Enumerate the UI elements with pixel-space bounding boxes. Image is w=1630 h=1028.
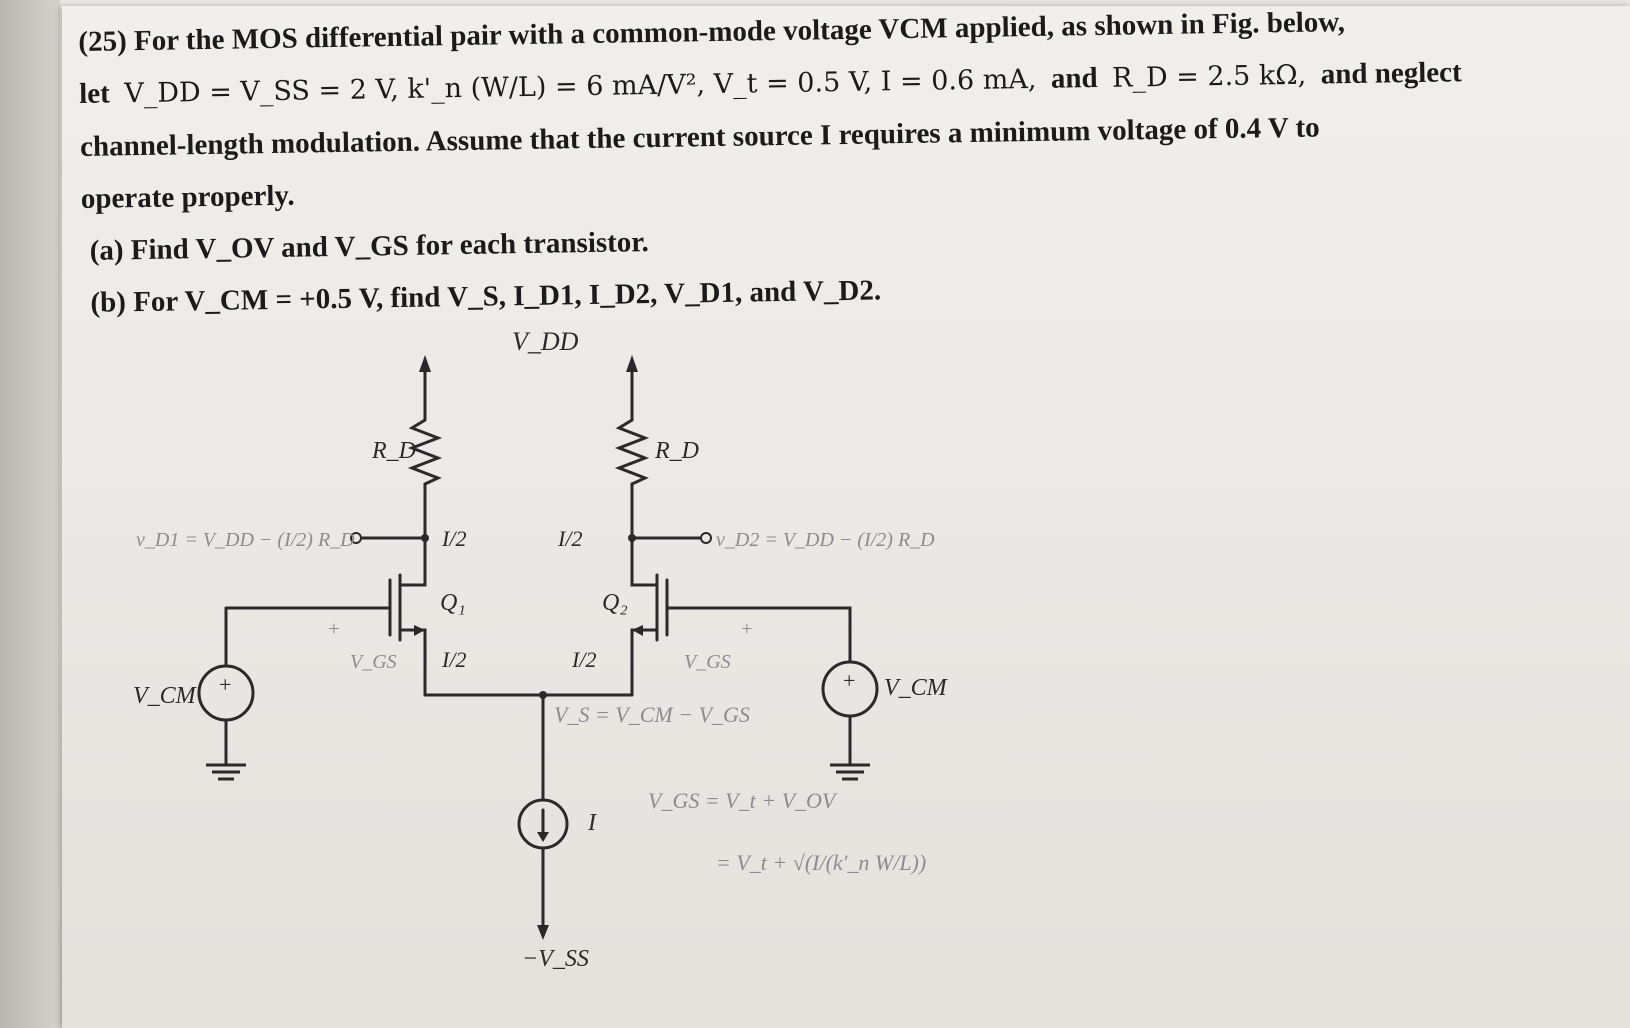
q1-source bbox=[398, 628, 427, 697]
q2-source bbox=[630, 628, 659, 697]
vgs-equation-2: = V_t + √(I/(k'_n W/L)) bbox=[716, 850, 926, 875]
vdd-arrow-left bbox=[419, 355, 431, 372]
current-source-label: I bbox=[587, 810, 597, 836]
q1-source-arrow bbox=[414, 625, 425, 636]
q2-source-arrow bbox=[632, 625, 643, 636]
rd-left-label: R_D bbox=[371, 438, 416, 464]
source-junction bbox=[539, 691, 547, 699]
vgs-left-label: V_GS bbox=[350, 651, 397, 673]
vd2-terminal bbox=[700, 532, 712, 544]
current-arrow-head bbox=[537, 832, 549, 842]
vd2-junction bbox=[628, 534, 636, 542]
rd-right-resistor bbox=[614, 393, 650, 537]
q1-label: Q₁ bbox=[440, 590, 466, 616]
current-source-circle bbox=[517, 798, 569, 850]
i-half-source-left: I/2 bbox=[441, 647, 466, 672]
vgs-left-plus: + bbox=[327, 618, 341, 640]
q2-gate-wire bbox=[665, 606, 852, 664]
q2-drain bbox=[630, 536, 659, 587]
vcm-left-plus: + bbox=[219, 672, 231, 697]
q1-drain bbox=[398, 536, 427, 587]
ground-right bbox=[830, 763, 870, 781]
vs-equation: V_S = V_CM − V_GS bbox=[554, 702, 750, 727]
vcm-right-plus: + bbox=[843, 668, 855, 693]
i-half-source-right: I/2 bbox=[571, 647, 596, 672]
vcm-right-label: V_CM bbox=[884, 675, 949, 701]
vss-label: −V_SS bbox=[522, 946, 589, 972]
q1-gate-wire bbox=[224, 606, 392, 667]
rd-right-label: R_D bbox=[654, 438, 699, 464]
vdd-label: V_DD bbox=[512, 327, 579, 356]
i-half-drain-left: I/2 bbox=[441, 526, 466, 551]
vd2-equation: v_D2 = V_DD − (I/2) R_D bbox=[716, 529, 935, 551]
i-half-drain-right: I/2 bbox=[557, 526, 582, 551]
rd-left-resistor bbox=[407, 393, 443, 537]
vd1-terminal bbox=[350, 532, 362, 544]
vd1-equation: v_D1 = V_DD − (I/2) R_D bbox=[136, 529, 355, 551]
vgs-right-plus: + bbox=[740, 618, 754, 640]
vss-arrow bbox=[537, 925, 549, 940]
adjacent-page-edge bbox=[0, 0, 60, 1028]
vgs-right-label: V_GS bbox=[684, 651, 731, 673]
vdd-arrow-right bbox=[626, 355, 638, 372]
vgs-equation-1: V_GS = V_t + V_OV bbox=[648, 788, 838, 813]
q2-label: Q₂ bbox=[602, 590, 628, 616]
paper-sheet bbox=[62, 6, 1630, 1028]
vd1-junction bbox=[421, 534, 429, 542]
vcm-left-label: V_CM bbox=[133, 683, 198, 709]
ground-left bbox=[206, 763, 246, 781]
